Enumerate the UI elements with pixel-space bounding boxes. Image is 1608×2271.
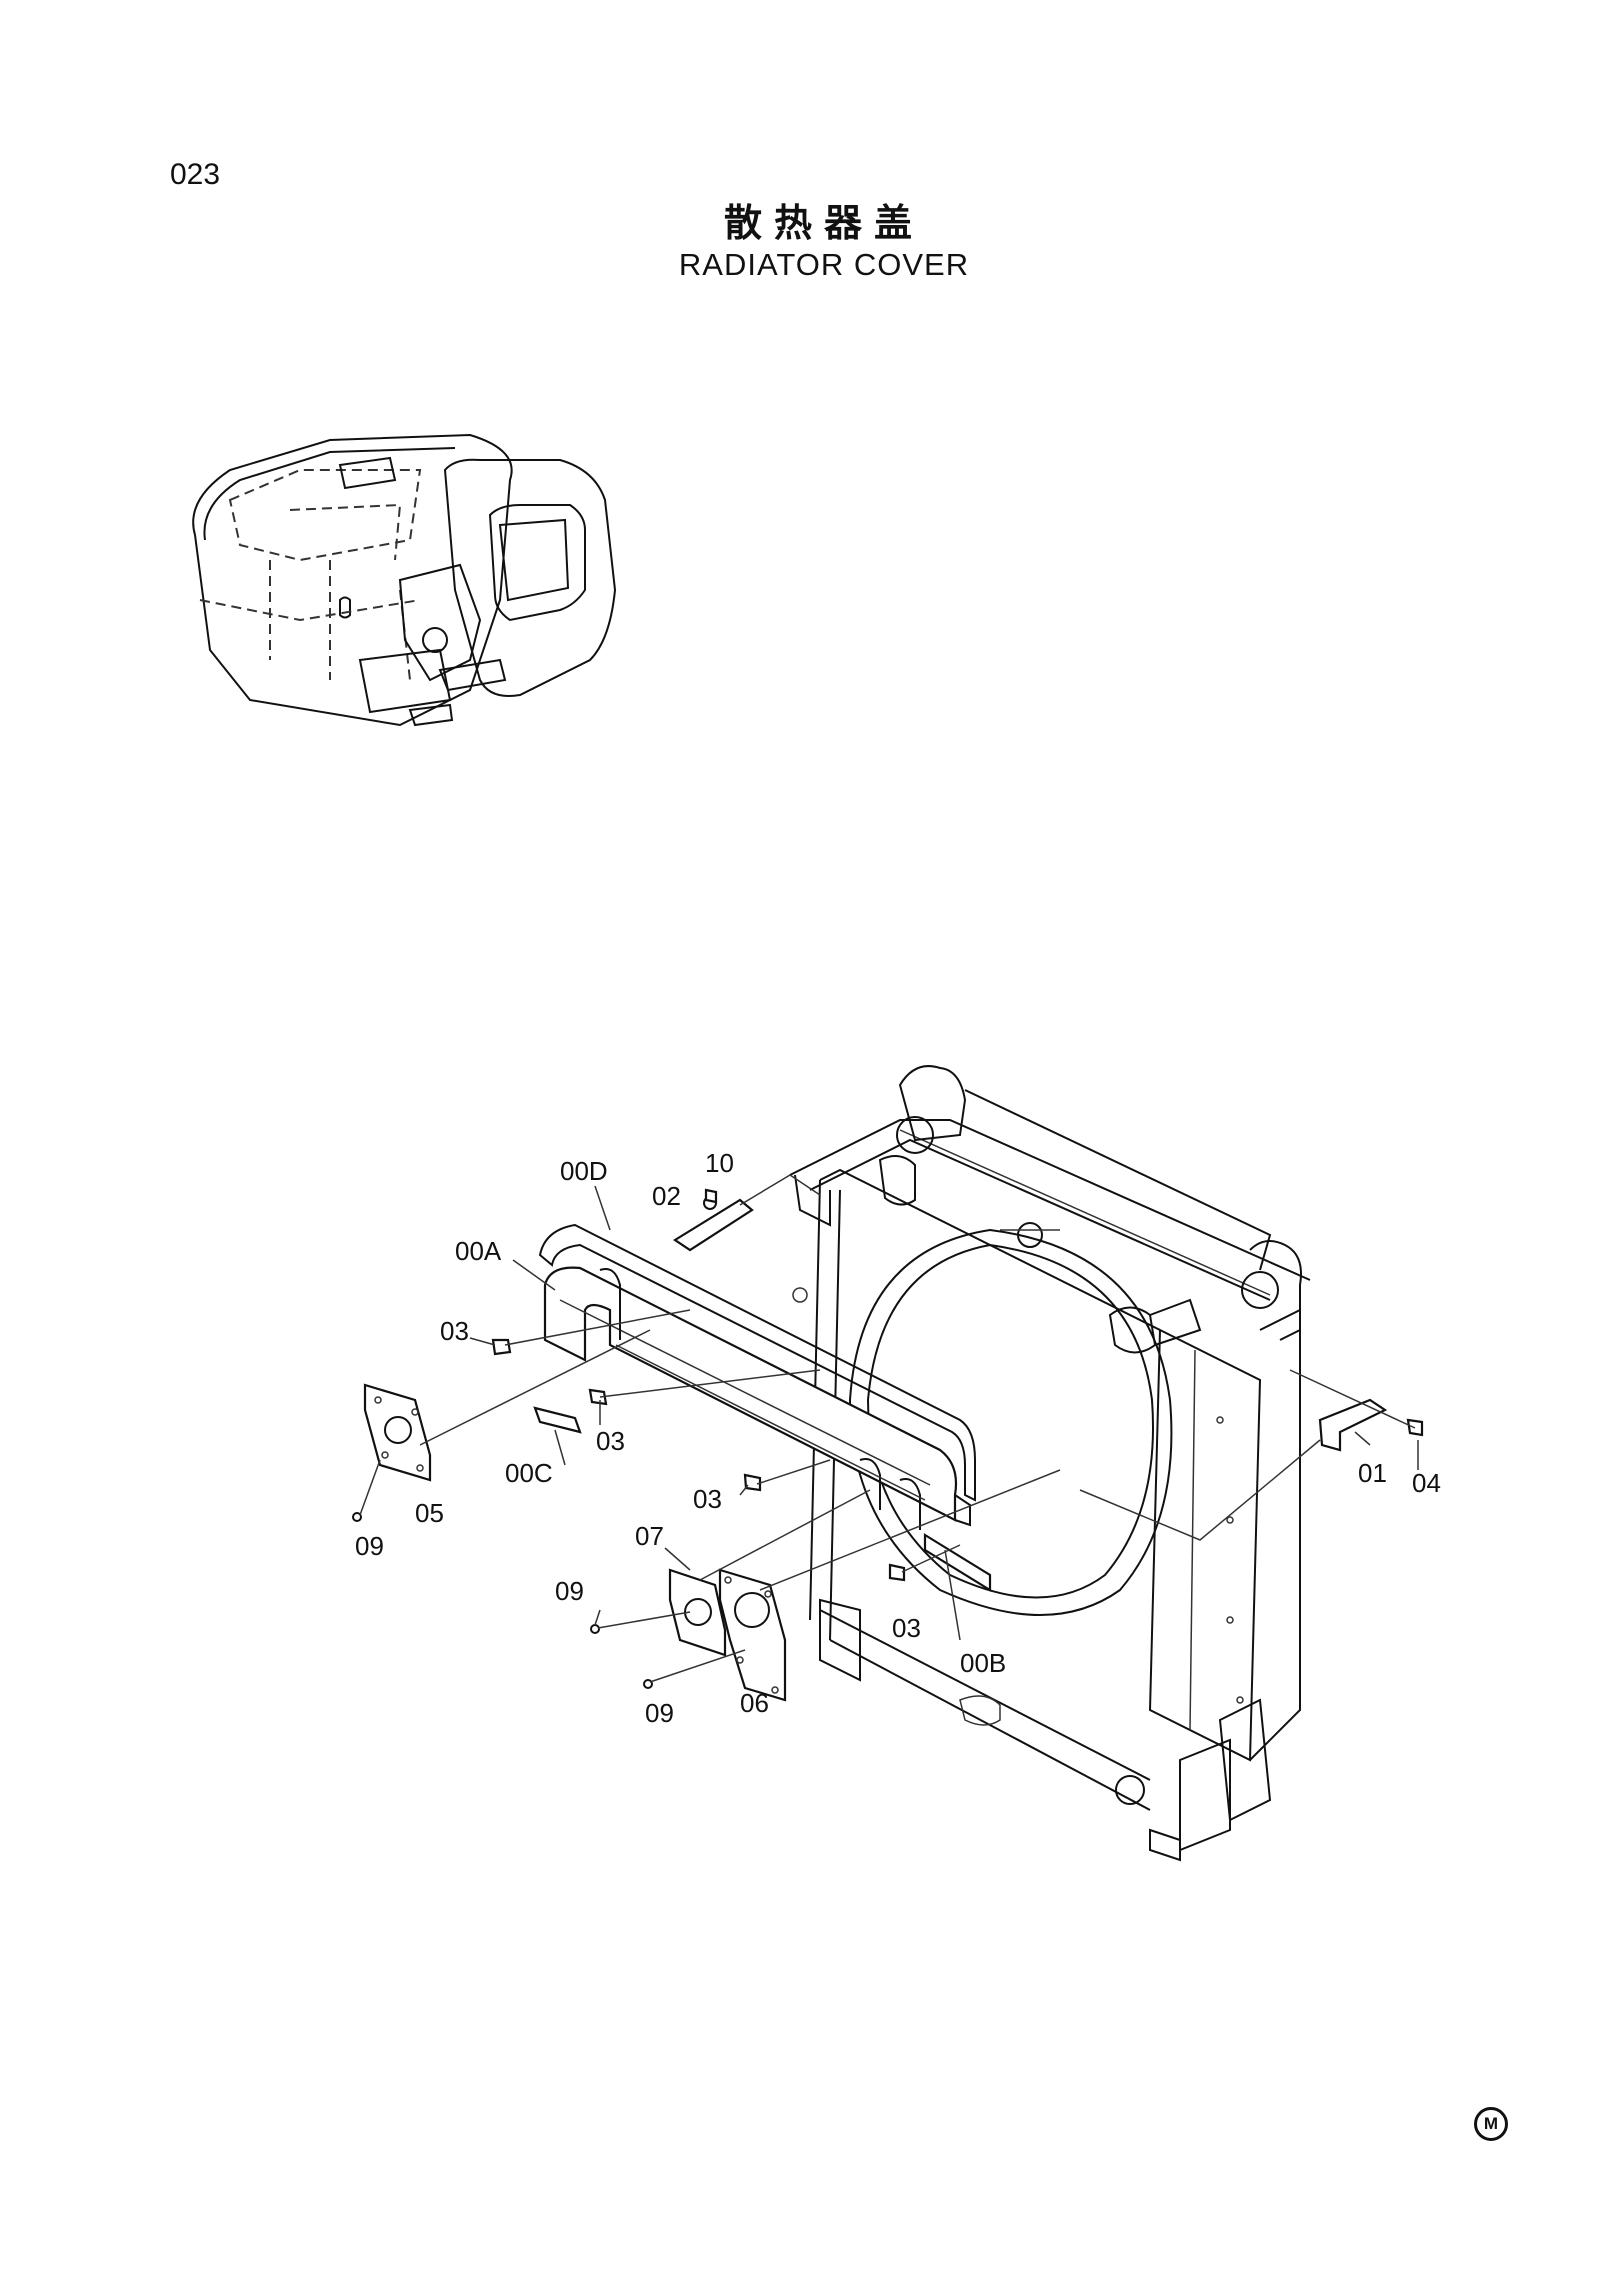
callout-labels: 00D 10 02 00A 03 03 00C 03 05 09 07 09 0… [355, 1148, 1441, 1728]
callout-09-bottom: 09 [645, 1698, 674, 1728]
callout-04: 04 [1412, 1468, 1441, 1498]
bracket-01 [1318, 1398, 1388, 1452]
radiator-frame [789, 1065, 1311, 1862]
mounting-plate-07 [668, 1568, 727, 1657]
callout-02: 02 [652, 1181, 681, 1211]
callout-00A: 00A [455, 1236, 502, 1266]
callout-09-mid: 09 [555, 1576, 584, 1606]
callout-09-left: 09 [355, 1531, 384, 1561]
mounting-plate-05 [363, 1383, 432, 1482]
page-title-chinese: 散热器盖 [723, 201, 924, 245]
callout-01: 01 [1358, 1458, 1387, 1488]
page-title-english: RADIATOR COVER [678, 247, 970, 282]
callout-00B: 00B [960, 1648, 1006, 1678]
callout-06: 06 [740, 1688, 769, 1718]
radiator-cover-top-rail [538, 1223, 976, 1502]
callout-00D: 00D [560, 1156, 608, 1186]
seal-strip-00B [923, 1533, 992, 1592]
mounting-plate-06 [718, 1568, 787, 1702]
callout-07: 07 [635, 1521, 664, 1551]
manufacturer-mark: M [1474, 2107, 1508, 2141]
callout-00C: 00C [505, 1458, 553, 1488]
seal-strip-00C [533, 1406, 582, 1434]
excavator-overview-illustration [192, 433, 617, 727]
callout-03-mid: 03 [596, 1426, 625, 1456]
leader-lines [359, 1174, 1419, 1683]
bolts [352, 1188, 1424, 1689]
callout-05: 05 [415, 1498, 444, 1528]
callout-10: 10 [705, 1148, 734, 1178]
callout-03-right: 03 [892, 1613, 921, 1643]
callout-03-center: 03 [693, 1484, 722, 1514]
page-number: 023 [170, 158, 221, 191]
callout-03-left: 03 [440, 1316, 469, 1346]
